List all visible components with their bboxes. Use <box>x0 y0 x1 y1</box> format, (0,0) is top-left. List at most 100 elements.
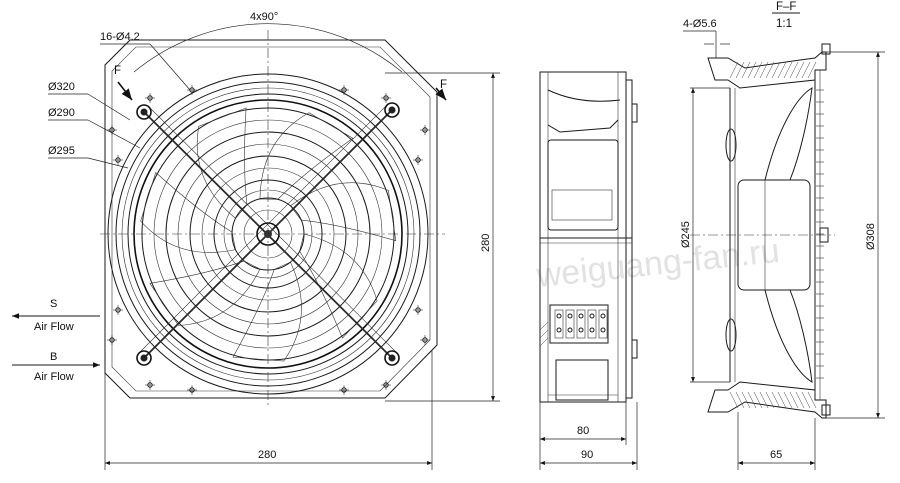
hatch-line <box>777 391 787 409</box>
section-mark-left: F <box>114 65 121 77</box>
side-terminal-block <box>549 304 609 344</box>
screw-center <box>140 108 148 116</box>
guard-strut-2b <box>139 105 387 353</box>
angle-arc <box>133 23 403 73</box>
hatch-line <box>801 61 811 79</box>
terminal-screw <box>600 313 606 319</box>
label-d308: Ø308 <box>865 223 877 250</box>
terminal <box>565 309 575 339</box>
hatch-line <box>765 61 775 79</box>
hatch-line <box>807 61 817 79</box>
hatch-line <box>753 391 763 409</box>
terminal-screw <box>578 327 584 333</box>
section-hatching <box>729 61 817 409</box>
leader-d320-b <box>87 93 131 121</box>
fan-blade <box>196 107 248 219</box>
terminal <box>576 309 586 339</box>
side-body <box>539 71 627 403</box>
label-height-280: 280 <box>480 234 492 252</box>
label-d320: Ø320 <box>48 81 75 93</box>
screw-center <box>388 354 396 362</box>
label-65: 65 <box>770 449 782 461</box>
fan-blade <box>290 182 397 242</box>
watermark: weiguang-fan.ru <box>534 232 781 295</box>
hatch-line <box>777 61 787 79</box>
terminal <box>587 309 597 339</box>
front-view <box>100 23 445 405</box>
section-arrow-left <box>117 81 133 101</box>
side-view <box>539 71 638 403</box>
hatch-line <box>795 391 805 409</box>
hatch-line <box>801 391 811 409</box>
hatch-line <box>747 61 757 79</box>
label-4x90: 4x90° <box>250 11 278 23</box>
label-d245: Ø245 <box>680 221 692 248</box>
terminal-screw <box>567 313 573 319</box>
hatch-line <box>747 391 757 409</box>
section-view <box>690 43 835 419</box>
screw-head <box>136 350 152 366</box>
terminal-screw <box>578 313 584 319</box>
fan-blade <box>232 261 302 362</box>
section-arrow-right <box>435 87 447 101</box>
fan-blade <box>140 171 236 253</box>
hatch-line <box>807 391 817 409</box>
leader-d295-b <box>87 157 129 169</box>
terminal <box>554 309 564 339</box>
hatch-line <box>783 61 793 79</box>
mounting-screws <box>136 102 400 366</box>
side-venturi-top-2 <box>547 119 619 133</box>
airflow-s-letter: S <box>50 298 57 310</box>
label-d295: Ø295 <box>48 145 75 157</box>
fan-blade <box>299 233 378 339</box>
terminals <box>554 309 608 339</box>
side-bottom-box <box>555 359 609 401</box>
screw-center <box>140 354 148 362</box>
side-motor-housing <box>547 139 619 231</box>
screw-head <box>136 104 152 120</box>
fan-blade <box>259 112 354 200</box>
leader-16-holes-b <box>149 43 191 91</box>
section-oval-top <box>725 128 737 162</box>
hatch-line <box>783 391 793 409</box>
side-label-plate <box>551 189 613 221</box>
hatch-line <box>735 391 745 409</box>
side-screw-bot <box>631 339 638 359</box>
front-housing-outline <box>104 39 438 399</box>
hatch-line <box>729 391 739 409</box>
screw-head <box>384 102 400 118</box>
label-90: 90 <box>581 449 593 461</box>
hatch-line <box>789 61 799 79</box>
leader-d290-b <box>87 119 141 149</box>
hatch-line <box>759 391 769 409</box>
terminal-screw <box>589 327 595 333</box>
label-width-280: 280 <box>258 449 276 461</box>
hatch-line <box>759 61 769 79</box>
terminal-screw <box>589 313 595 319</box>
screw-head <box>384 350 400 366</box>
hatch-line <box>741 391 751 409</box>
airflow-b-letter: B <box>50 351 57 363</box>
section-scale: 1:1 <box>776 18 792 30</box>
screw-center <box>388 106 396 114</box>
section-nut-top <box>821 43 831 55</box>
section-mark-right: F <box>440 79 447 91</box>
section-nut-mid <box>819 227 829 243</box>
section-blade-top <box>764 87 813 181</box>
hatch-line <box>741 61 751 79</box>
terminal-screw <box>556 313 562 319</box>
section-bottom-flange <box>707 381 827 419</box>
hatch-line <box>765 391 775 409</box>
section-nut-bot <box>821 404 831 416</box>
hatch-line <box>735 61 745 79</box>
side-flange-right <box>625 79 633 399</box>
section-blade-bot <box>764 289 813 383</box>
hatch-line <box>771 61 781 79</box>
terminal <box>598 309 608 339</box>
terminal-screw <box>600 327 606 333</box>
label-16-holes: 16-Ø4.2 <box>100 31 140 43</box>
hatch-line <box>771 391 781 409</box>
label-80: 80 <box>577 425 589 437</box>
airflow-b-label: Air Flow <box>34 371 74 383</box>
terminal-screw <box>556 327 562 333</box>
